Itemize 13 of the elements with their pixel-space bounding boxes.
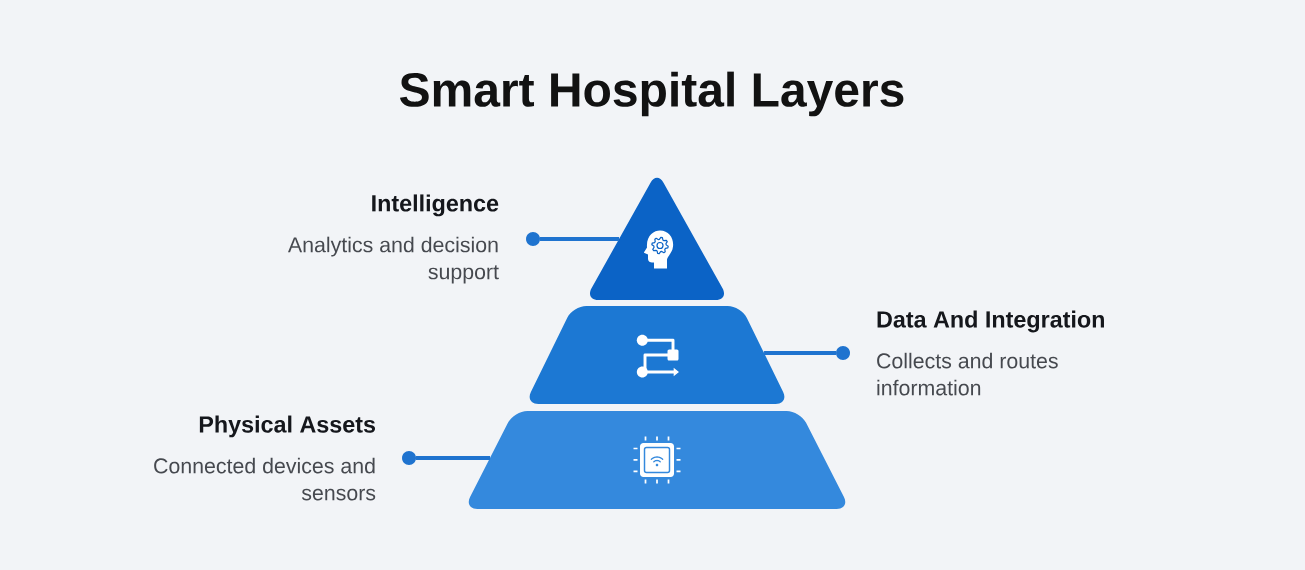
pyramid-layer (529, 306, 785, 404)
layer-heading: Physical Assets (199, 415, 375, 438)
layer-description: Collects and routes information (877, 352, 1058, 396)
title: Smart Hospital Layers (399, 71, 904, 117)
leader-line (764, 351, 836, 356)
layer-heading: Data And Integration (877, 310, 1104, 333)
layer-heading: Intelligence (372, 194, 499, 217)
leader-line (540, 237, 620, 241)
layer-description: Connected devices and sensors (154, 457, 376, 501)
layer-description: Analytics and decision support (287, 236, 499, 284)
leader-line (416, 456, 490, 461)
pyramid-layer (590, 177, 724, 300)
pyramid-layer (468, 411, 846, 509)
